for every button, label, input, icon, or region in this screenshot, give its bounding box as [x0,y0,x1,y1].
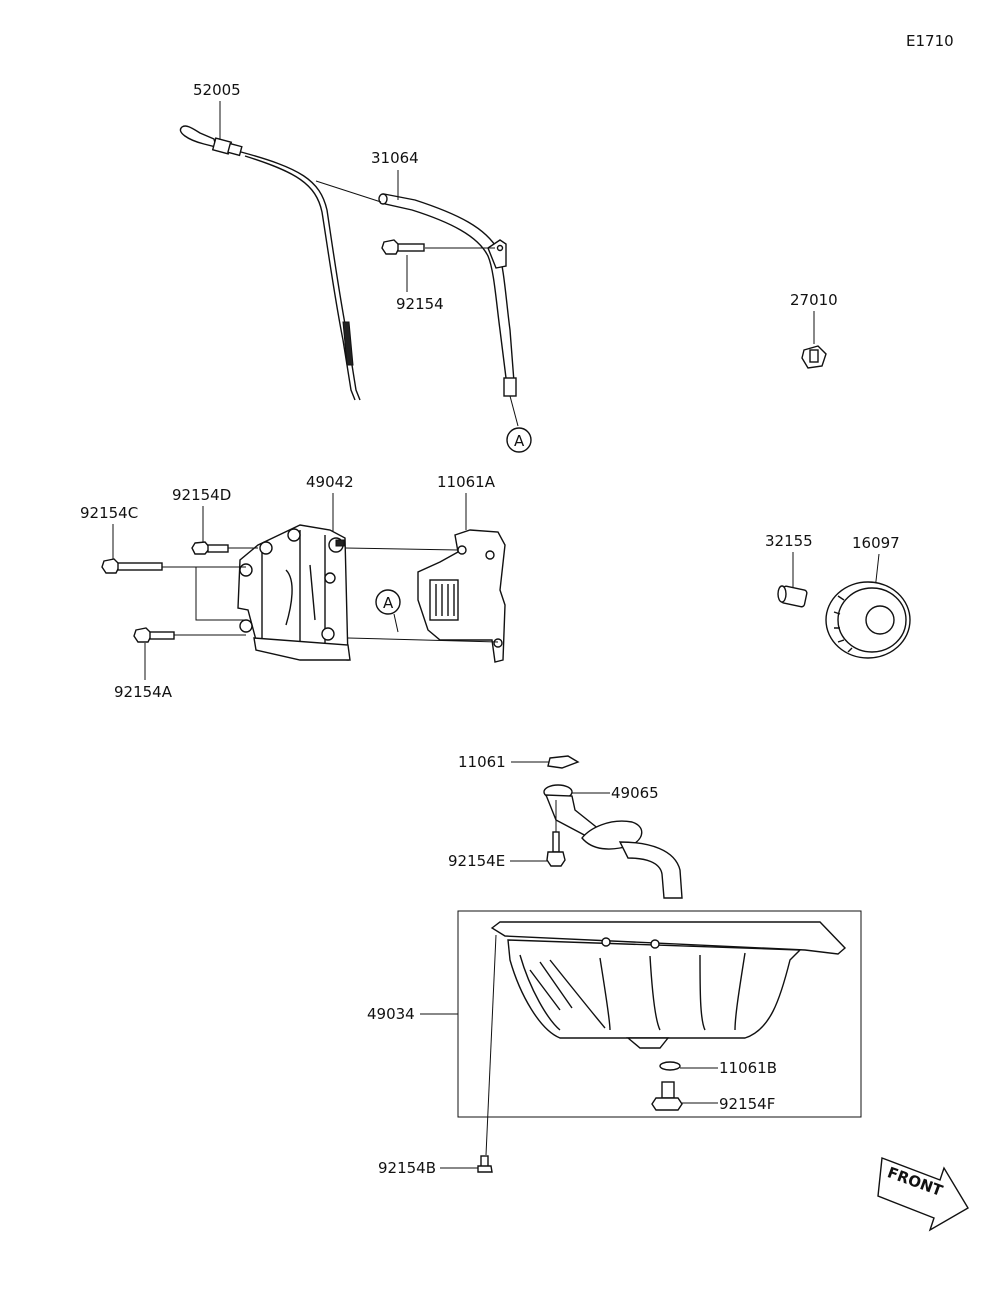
oil-strainer-49065[interactable] [543,784,683,899]
label-92154B: 92154B [378,1159,436,1177]
label-11061: 11061 [458,753,506,771]
label-92154E: 92154E [448,852,505,870]
label-92154D: 92154D [172,486,231,504]
reference-marker-a-mid [375,589,401,615]
label-16097: 16097 [852,534,900,552]
marker-a-mid-text: A [383,594,394,612]
oil-filter-16097[interactable] [825,581,911,659]
oil-pump-body[interactable] [237,524,351,661]
front-direction-arrow: FRONT [877,1157,969,1232]
label-11061A: 11061A [437,473,496,491]
label-52005: 52005 [193,81,241,99]
label-92154F: 92154F [719,1095,775,1113]
plug-27010[interactable] [801,345,827,369]
gasket-11061[interactable] [547,755,580,769]
label-49034: 49034 [367,1005,415,1023]
label-49042: 49042 [306,473,354,491]
diagram-id: E1710 [906,32,954,50]
label-92154A: 92154A [114,683,173,701]
reference-marker-a-top [506,427,532,453]
label-92154: 92154 [396,295,444,313]
bolt-92154E[interactable] [546,831,566,867]
bolt-92154B[interactable] [477,1155,493,1173]
bolt-92154C[interactable] [101,558,163,574]
oil-pan-49034[interactable] [490,921,847,1049]
dipstick-part[interactable] [179,125,361,401]
dipstick-guide-tube[interactable] [378,193,517,397]
marker-a-top-text: A [514,432,525,450]
washer-11061B[interactable] [659,1061,681,1071]
bolt-92154[interactable] [381,239,425,255]
pipe-32155[interactable] [777,585,808,608]
bolt-92154A[interactable] [133,627,175,643]
label-27010: 27010 [790,291,838,309]
label-32155: 32155 [765,532,813,550]
bolt-92154D[interactable] [191,541,229,555]
label-31064: 31064 [371,149,419,167]
gasket-11061A[interactable] [417,529,506,663]
label-49065: 49065 [611,784,659,802]
label-92154C: 92154C [80,504,138,522]
label-11061B: 11061B [719,1059,777,1077]
drain-bolt-92154F[interactable] [651,1081,683,1111]
